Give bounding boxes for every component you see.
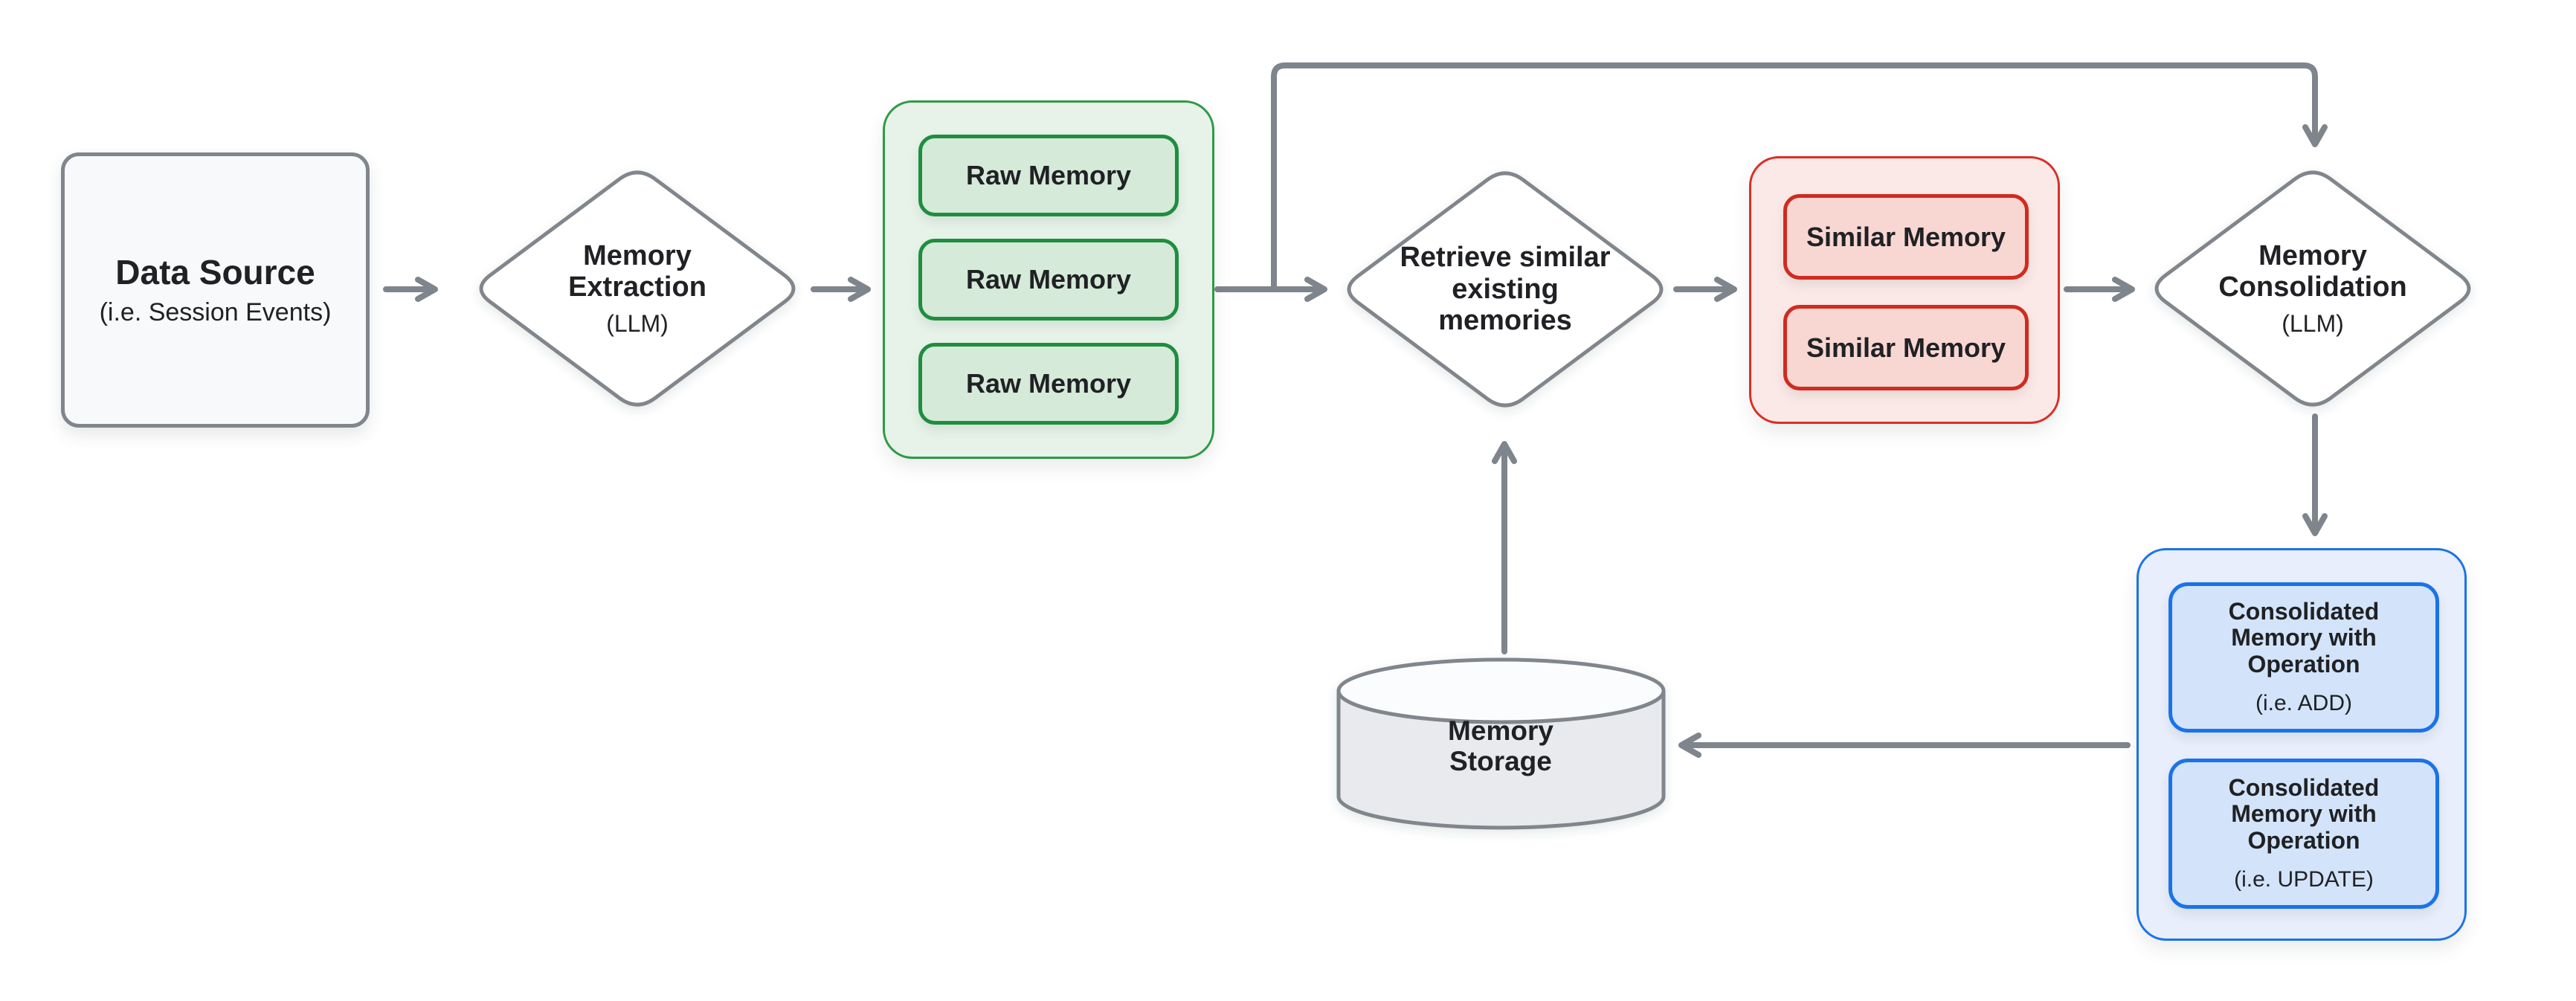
data-source-subtitle: (i.e. Session Events): [99, 297, 332, 326]
raw-memory-box: Raw Memory: [918, 239, 1179, 321]
memory-consolidation-subtitle: (LLM): [2282, 309, 2344, 337]
similar-memory-label: Similar Memory: [1806, 332, 2006, 363]
consolidated-memory-add-box: Consolidated Memory with Operation (i.e.…: [2168, 582, 2439, 733]
consolidated-memory-update-box: Consolidated Memory with Operation (i.e.…: [2168, 759, 2439, 909]
consolidated-memory-title: Consolidated Memory with Operation: [2228, 598, 2380, 677]
connectors: [383, 62, 2328, 758]
similar-memory-label: Similar Memory: [1806, 221, 2006, 252]
data-source-title: Data Source: [115, 253, 315, 292]
retrieve-memories-line: existing: [1452, 273, 1559, 305]
memory-extraction-subtitle: (LLM): [606, 309, 669, 337]
consolidated-memory-operation: (i.e. UPDATE): [2234, 866, 2374, 892]
memory-extraction-label: Memory Extraction (LLM): [531, 214, 744, 363]
similar-memory-box: Similar Memory: [1783, 305, 2029, 390]
data-source-node: Data Source (i.e. Session Events): [61, 152, 370, 428]
memory-consolidation-diamond: [2154, 170, 2471, 407]
memory-storage-label: Memory Storage: [1419, 698, 1582, 794]
memory-extraction-title: Memory Extraction: [568, 239, 706, 303]
memory-storage-title: Memory Storage: [1448, 715, 1553, 776]
memory-consolidation-title: Memory Consolidation: [2218, 239, 2407, 303]
similar-memory-group: Similar Memory Similar Memory: [1749, 156, 2060, 424]
raw-memory-box: Raw Memory: [918, 135, 1179, 216]
raw-memory-label: Raw Memory: [965, 368, 1132, 399]
raw-memory-label: Raw Memory: [965, 264, 1132, 295]
retrieve-memories-line: memories: [1438, 305, 1572, 337]
memory-storage-cylinder: [1336, 657, 1666, 830]
consolidated-memory-title: Consolidated Memory with Operation: [2228, 774, 2380, 854]
raw-memory-group: Raw Memory Raw Memory Raw Memory: [883, 100, 1214, 459]
raw-memory-label: Raw Memory: [965, 160, 1132, 191]
retrieve-memories-line: Retrieve similar: [1400, 242, 1611, 274]
memory-extraction-diamond: [479, 170, 796, 407]
retrieve-memories-label: Retrieve similar existing memories: [1386, 223, 1624, 355]
retrieve-memories-diamond: [1347, 171, 1664, 408]
memory-consolidation-label: Memory Consolidation (LLM): [2206, 214, 2419, 363]
connector-rawmemory-to-consolidation-feedback: [1271, 62, 2328, 292]
consolidated-memory-group: Consolidated Memory with Operation (i.e.…: [2137, 548, 2467, 941]
cylinder-top: [1336, 657, 1666, 724]
decision-diamonds: [479, 170, 2471, 408]
similar-memory-box: Similar Memory: [1783, 194, 2029, 280]
raw-memory-box: Raw Memory: [918, 343, 1179, 425]
consolidated-memory-operation: (i.e. ADD): [2255, 690, 2353, 715]
